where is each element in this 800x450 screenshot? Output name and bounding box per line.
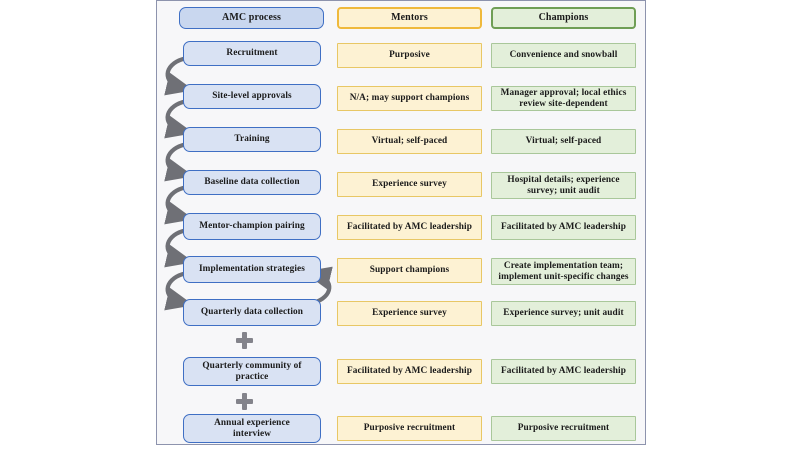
mentor-cell-quarterly-data-collection: Experience survey (337, 301, 482, 326)
process-cell-baseline-data-collection: Baseline data collection (183, 170, 321, 195)
champion-cell-training: Virtual; self-paced (491, 129, 636, 154)
plus-separator-2 (236, 393, 253, 410)
mentor-cell-annual-experience-interview: Purposive recruitment (337, 416, 482, 441)
champion-cell-quarterly-community-of-practice: Facilitated by AMC leadership (491, 359, 636, 384)
champion-cell-implementation-strategies: Create implementation team; implement un… (491, 258, 636, 285)
figure-panel: AMC process Mentors Champions Recruitmen… (156, 0, 646, 445)
process-cell-recruitment: Recruitment (183, 41, 321, 66)
champion-cell-baseline-data-collection: Hospital details; experience survey; uni… (491, 172, 636, 199)
process-cell-quarterly-data-collection: Quarterly data collection (183, 299, 321, 326)
process-cell-quarterly-community-of-practice: Quarterly community of practice (183, 357, 321, 386)
champion-cell-mentor-champion-pairing: Facilitated by AMC leadership (491, 215, 636, 240)
process-cell-implementation-strategies: Implementation strategies (183, 256, 321, 283)
process-cell-training: Training (183, 127, 321, 152)
header-amc-process: AMC process (179, 7, 324, 29)
mentor-cell-site-level-approvals: N/A; may support champions (337, 86, 482, 111)
champion-cell-site-level-approvals: Manager approval; local ethics review si… (491, 86, 636, 111)
process-cell-annual-experience-interview: Annual experience interview (183, 414, 321, 443)
plus-separator-1 (236, 332, 253, 349)
mentor-cell-training: Virtual; self-paced (337, 129, 482, 154)
process-cell-site-level-approvals: Site-level approvals (183, 84, 321, 109)
champion-cell-annual-experience-interview: Purposive recruitment (491, 416, 636, 441)
content-grid: AMC process Mentors Champions Recruitmen… (157, 1, 645, 444)
mentor-cell-mentor-champion-pairing: Facilitated by AMC leadership (337, 215, 482, 240)
header-mentors: Mentors (337, 7, 482, 29)
mentor-cell-recruitment: Purposive (337, 43, 482, 68)
mentor-cell-quarterly-community-of-practice: Facilitated by AMC leadership (337, 359, 482, 384)
mentor-cell-baseline-data-collection: Experience survey (337, 172, 482, 197)
process-cell-mentor-champion-pairing: Mentor-champion pairing (183, 213, 321, 240)
header-champions: Champions (491, 7, 636, 29)
champion-cell-recruitment: Convenience and snowball (491, 43, 636, 68)
champion-cell-quarterly-data-collection: Experience survey; unit audit (491, 301, 636, 326)
mentor-cell-implementation-strategies: Support champions (337, 258, 482, 283)
